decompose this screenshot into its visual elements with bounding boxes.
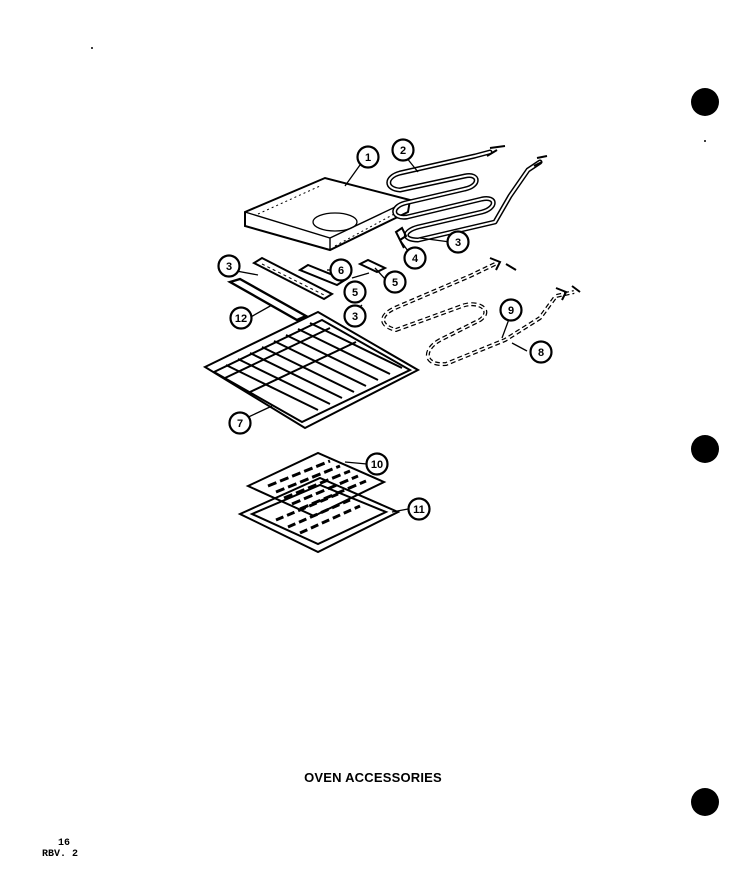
scan-speck: [704, 140, 706, 142]
callout-10: 10: [365, 452, 389, 476]
callout-label: 5: [392, 277, 398, 289]
callout-6: 6: [329, 258, 353, 282]
bake-element: [381, 257, 581, 367]
revision-label: RBV. 2: [42, 849, 79, 860]
callout-7: 7: [228, 411, 252, 435]
callout-label: 6: [338, 265, 344, 277]
callout-label: 8: [538, 347, 544, 359]
callout-3b: 3: [217, 254, 241, 278]
page-footer: 16 RBV. 2: [42, 838, 78, 860]
callout-5a: 5: [383, 270, 407, 294]
binder-hole-middle: [691, 435, 719, 463]
callout-label: 3: [226, 261, 232, 273]
binder-hole-top: [691, 88, 719, 116]
callout-8: 8: [529, 340, 553, 364]
callout-label: 11: [413, 504, 425, 516]
callout-label: 4: [412, 253, 419, 265]
callout-1: 1: [356, 145, 380, 169]
callout-4: 4: [403, 246, 427, 270]
element-bracket: [394, 226, 408, 249]
callout-3c: 3: [343, 304, 367, 328]
callout-12: 12: [229, 306, 253, 330]
callout-label: 12: [235, 313, 247, 325]
callout-label: 1: [365, 152, 371, 164]
page-number: 16: [58, 838, 71, 849]
callout-9: 9: [499, 298, 523, 322]
callout-label: 2: [400, 145, 406, 157]
callout-label: 9: [508, 305, 514, 317]
diagram-caption: OVEN ACCESSORIES: [304, 770, 442, 785]
broiler-grid: [245, 451, 387, 518]
broil-element: [386, 145, 548, 243]
broiler-pan: [237, 476, 401, 554]
slide-rail: [226, 277, 309, 322]
top-panel: [244, 176, 412, 252]
callout-11: 11: [407, 497, 431, 521]
callout-label: 3: [455, 237, 461, 249]
binder-hole-bottom: [691, 788, 719, 816]
callout-label: 7: [237, 418, 243, 430]
callout-2: 2: [391, 138, 415, 162]
callout-label: 3: [352, 311, 358, 323]
callout-label: 10: [371, 459, 383, 471]
oven-rack: [202, 310, 421, 430]
callout-label: 5: [352, 287, 358, 299]
callout-5b: 5: [343, 280, 367, 304]
callout-3a: 3: [446, 230, 470, 254]
scan-speck: [91, 47, 93, 49]
